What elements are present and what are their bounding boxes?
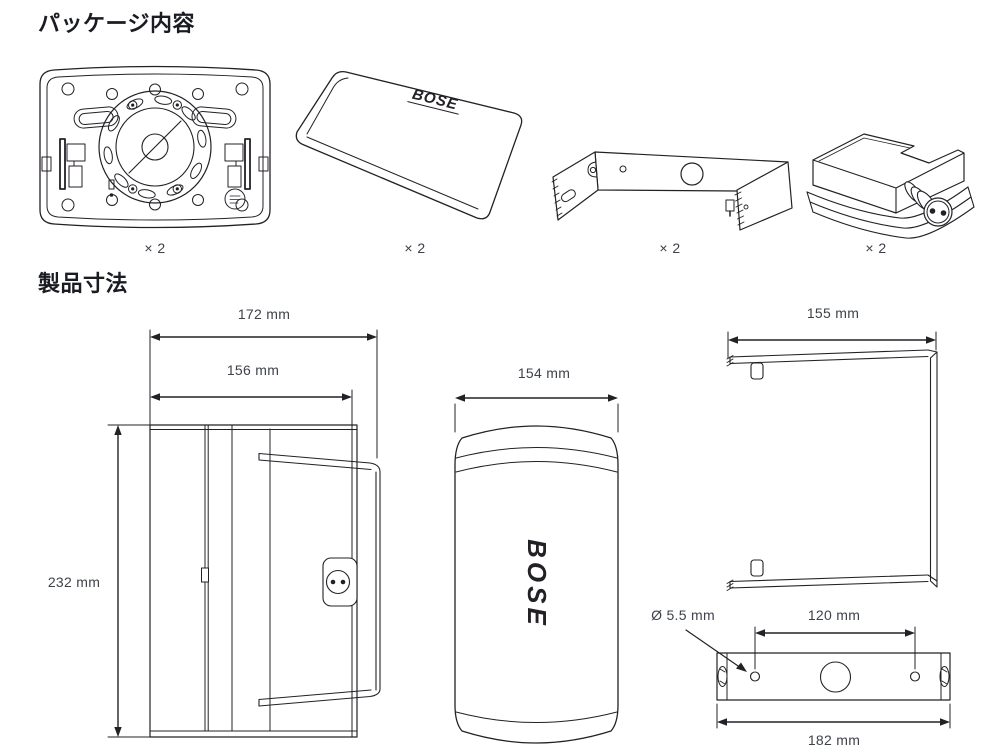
left-clamp <box>42 139 85 189</box>
cable-gland <box>902 179 952 226</box>
section-title-product-dimensions: 製品寸法 <box>38 271 129 296</box>
speaker-body <box>150 425 357 737</box>
side-view-drawing <box>40 300 400 750</box>
dimension-lines <box>455 394 618 402</box>
extension-lines <box>455 404 618 432</box>
dimension-lines <box>114 333 377 737</box>
bracket-top-view-drawing <box>700 300 960 600</box>
right-serration <box>735 192 744 225</box>
section-title-package-contents: パッケージ内容 <box>38 11 196 36</box>
wiring-cover-drawing <box>800 95 990 250</box>
mounting-plate-drawing <box>640 600 970 750</box>
terminal-connector <box>323 558 357 606</box>
speaker-outline <box>455 426 618 743</box>
driver-mount-ring <box>99 91 211 203</box>
loudspeaker-rear-drawing <box>30 62 280 232</box>
dim-label-side-height: 232 mm <box>47 574 101 590</box>
u-bracket-drawing <box>545 85 795 245</box>
dim-label-side-body-width: 156 mm <box>226 362 280 378</box>
front-logo: BOSE <box>522 539 552 629</box>
right-clamp <box>225 139 268 189</box>
dim-label-bracket-width: 155 mm <box>806 305 860 321</box>
bracket-arms <box>727 350 937 591</box>
mounting-holes <box>751 662 920 692</box>
extension-lines <box>728 332 936 358</box>
dim-label-front-width: 154 mm <box>517 365 571 381</box>
extension-lines <box>717 627 950 728</box>
extension-lines <box>108 330 377 737</box>
left-serration <box>552 179 562 216</box>
dim-label-plate-width: 182 mm <box>807 732 861 748</box>
qty-label-wiring-cover: × 2 <box>865 240 887 256</box>
dim-label-side-overall-width: 172 mm <box>237 306 291 322</box>
dim-label-hole-spacing: 120 mm <box>807 607 861 623</box>
qty-label-u-bracket: × 2 <box>659 240 681 256</box>
qty-label-loudspeaker: × 2 <box>144 240 166 256</box>
dimension-lines <box>686 629 950 726</box>
bracket-rail <box>259 454 380 707</box>
qty-label-grille: × 2 <box>404 240 426 256</box>
front-view-drawing: BOSE <box>440 394 640 750</box>
dim-label-hole-diameter: Ø 5.5 mm <box>651 607 715 623</box>
dimension-lines <box>728 336 936 344</box>
grille-drawing: BOSE <box>288 62 538 232</box>
handle-cutouts <box>73 106 236 129</box>
end-slots <box>718 667 949 687</box>
spec-badge <box>225 189 245 209</box>
